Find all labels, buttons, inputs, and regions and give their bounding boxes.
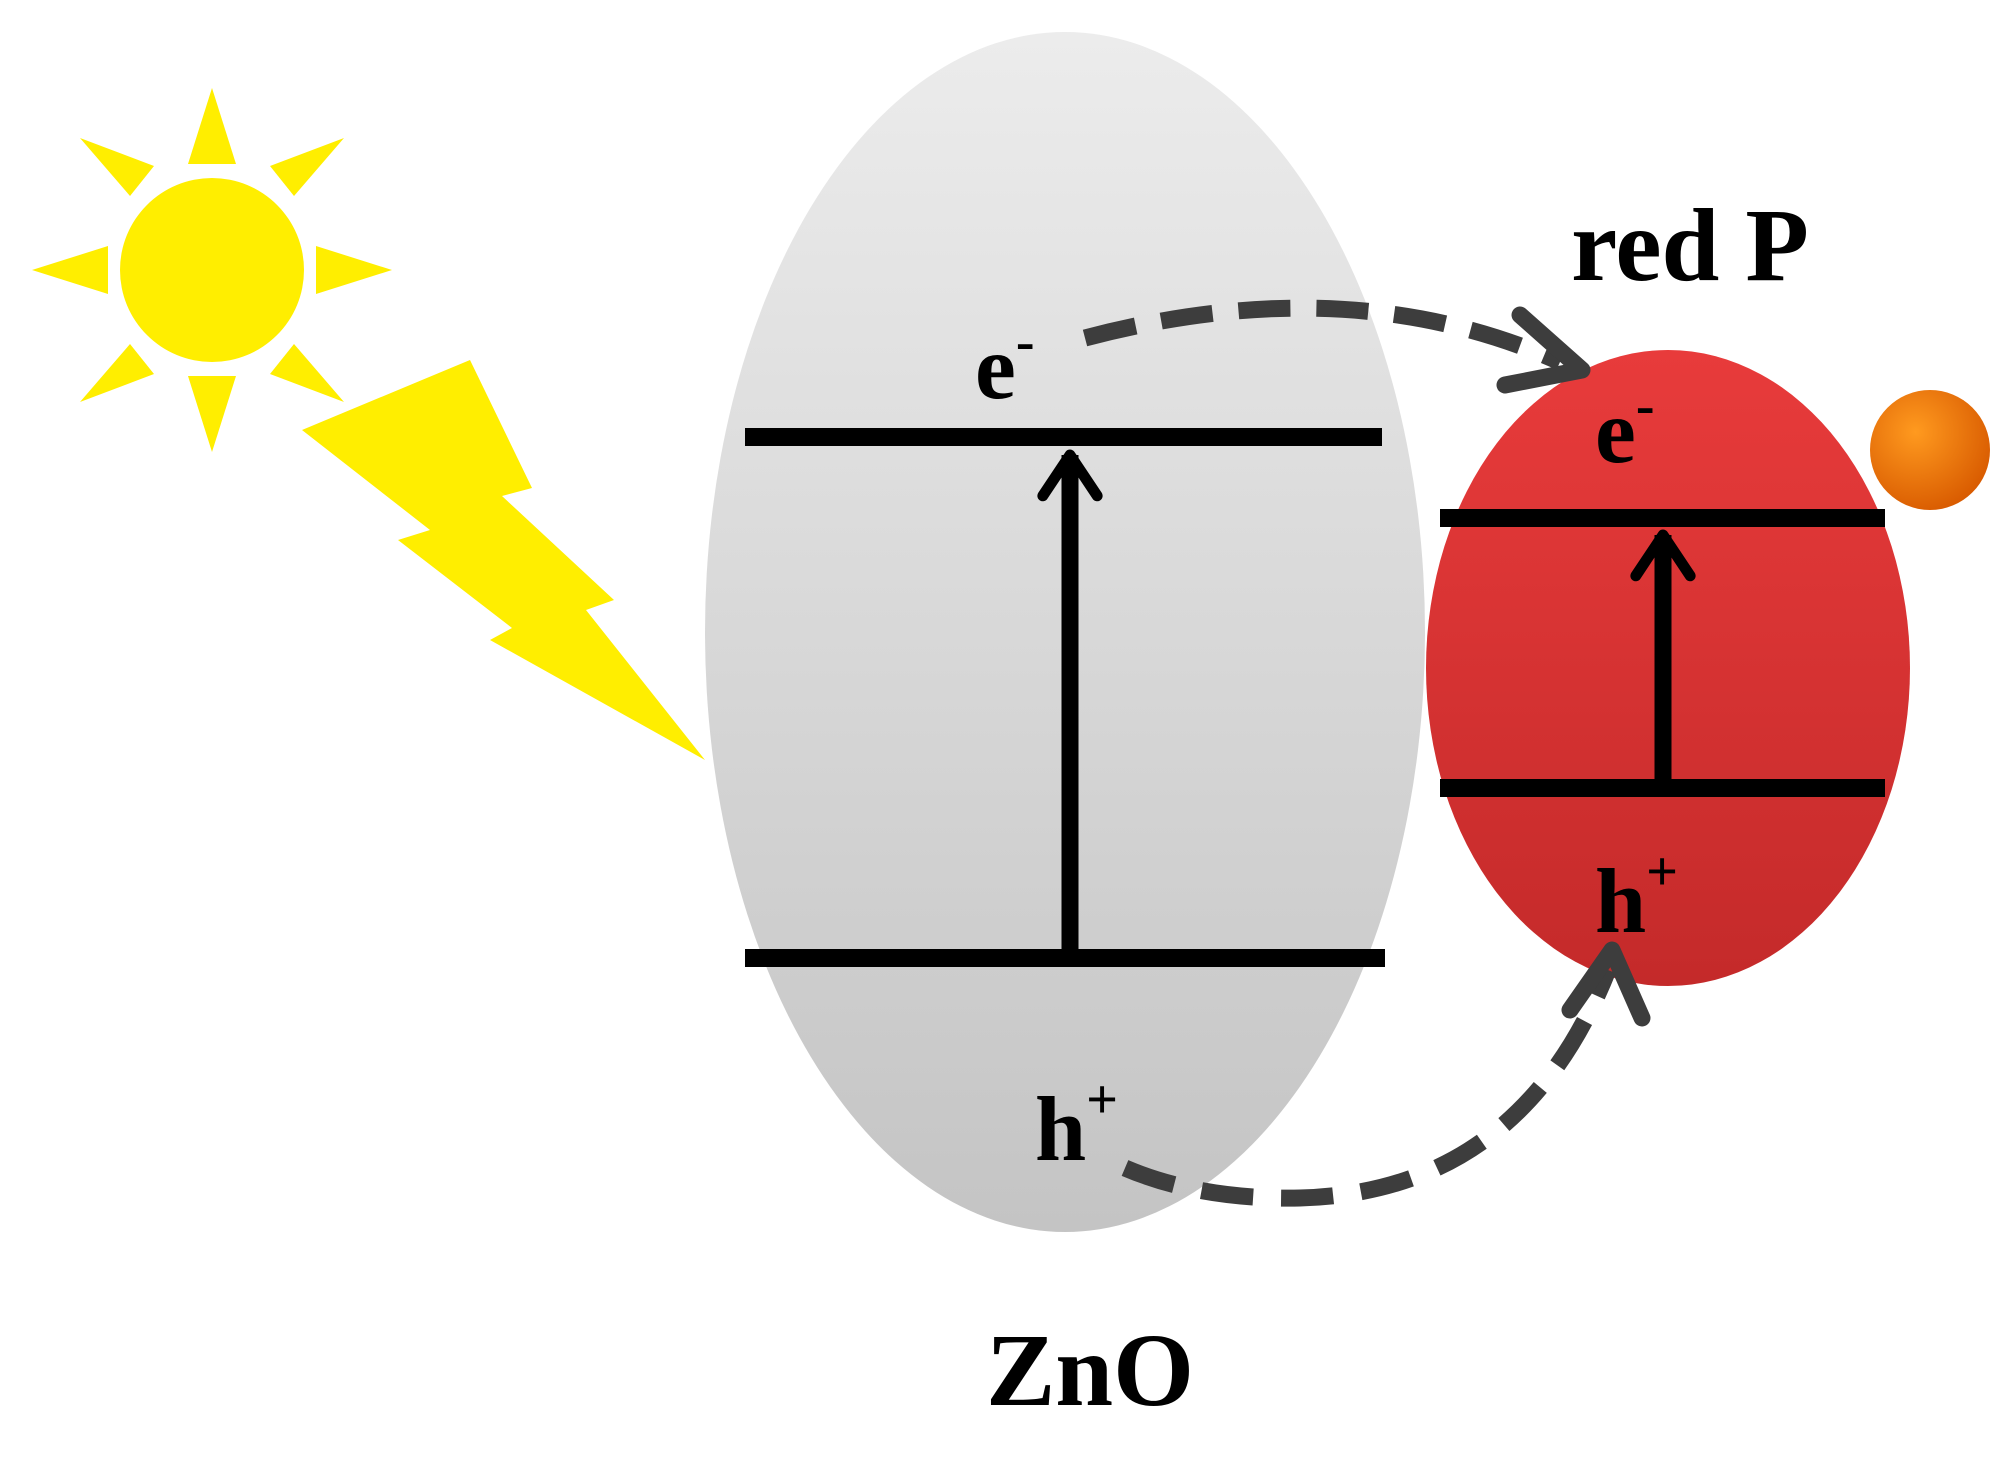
zno-electron-label: e- [975, 311, 1035, 418]
hole-transfer-arrowhead [1561, 941, 1651, 1027]
lightning-bolt-icon [302, 360, 705, 760]
red-p-hole-label: h+ [1595, 841, 1678, 952]
sun-icon [32, 88, 392, 452]
electron-transfer-arrow [1082, 299, 1564, 370]
red-p-title: red P [1571, 188, 1809, 303]
sun-rays [32, 88, 392, 452]
zno-hole-label: h+ [1035, 1069, 1118, 1180]
red-p-electron-label: e- [1595, 375, 1655, 482]
orange-sphere-icon [1870, 390, 1990, 510]
electron-transfer-arrowhead [1496, 306, 1591, 394]
zno-title: ZnO [986, 1313, 1194, 1428]
